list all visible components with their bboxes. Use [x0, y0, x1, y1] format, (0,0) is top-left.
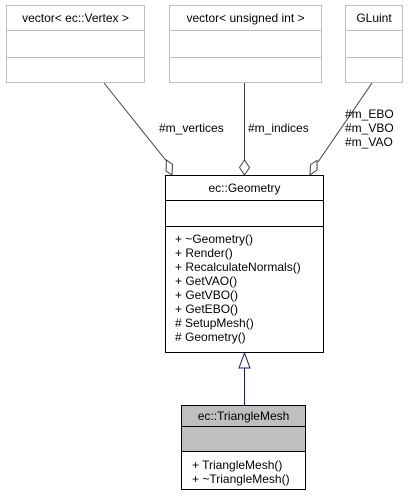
edge-label-vao: #m_VAO [345, 135, 393, 149]
aggregation-diamond-icon [165, 159, 174, 176]
aggregation-diamond-icon [238, 159, 251, 176]
edge-label-ebo: #m_EBO [345, 107, 394, 121]
aggregation-diamond-icon [309, 159, 318, 177]
class-box-geometry[interactable]: ec::Geometry + ~Geometry() + Render() + … [165, 175, 324, 353]
inheritance-arrowhead-icon [238, 351, 251, 369]
attributes-highlight [182, 427, 305, 451]
method-get-vao: + GetVAO() [175, 274, 237, 288]
association-buffers: #m_EBO #m_VBO #m_VAO [309, 82, 394, 177]
method-get-ebo: + GetEBO() [175, 302, 238, 316]
method-get-vbo: + GetVBO() [175, 288, 238, 302]
method-render: + Render() [175, 246, 233, 260]
edge-label-vbo: #m_VBO [345, 121, 394, 135]
class-title: ec::Geometry [208, 181, 280, 195]
method-constructor: + TriangleMesh() [192, 458, 282, 472]
association-vertices: #m_vertices [103, 82, 224, 176]
class-box-vertex-vector[interactable]: vector< ec::Vertex > [6, 5, 145, 83]
method-setup-mesh: # SetupMesh() [175, 316, 254, 330]
method-constructor: # Geometry() [175, 330, 246, 344]
class-box-uint-vector[interactable]: vector< unsigned int > [169, 5, 322, 83]
edge-label-vertices: #m_vertices [159, 121, 224, 135]
title-highlight [182, 406, 305, 426]
class-title: ec::TriangleMesh [198, 409, 290, 423]
method-destructor: + ~Geometry() [175, 232, 253, 246]
method-destructor: + ~TriangleMesh() [192, 472, 290, 486]
edge-label-indices: #m_indices [248, 121, 309, 135]
association-indices: #m_indices [238, 83, 309, 176]
class-title: vector< ec::Vertex > [22, 11, 129, 25]
inheritance-edge [238, 351, 251, 405]
class-title: vector< unsigned int > [186, 11, 304, 25]
method-recalculate-normals: + RecalculateNormals() [175, 260, 301, 274]
class-title: GLuint [356, 11, 392, 25]
class-box-triangle-mesh[interactable]: ec::TriangleMesh + TriangleMesh() + ~Tri… [181, 405, 306, 490]
class-box-gluint[interactable]: GLuint [345, 5, 403, 83]
